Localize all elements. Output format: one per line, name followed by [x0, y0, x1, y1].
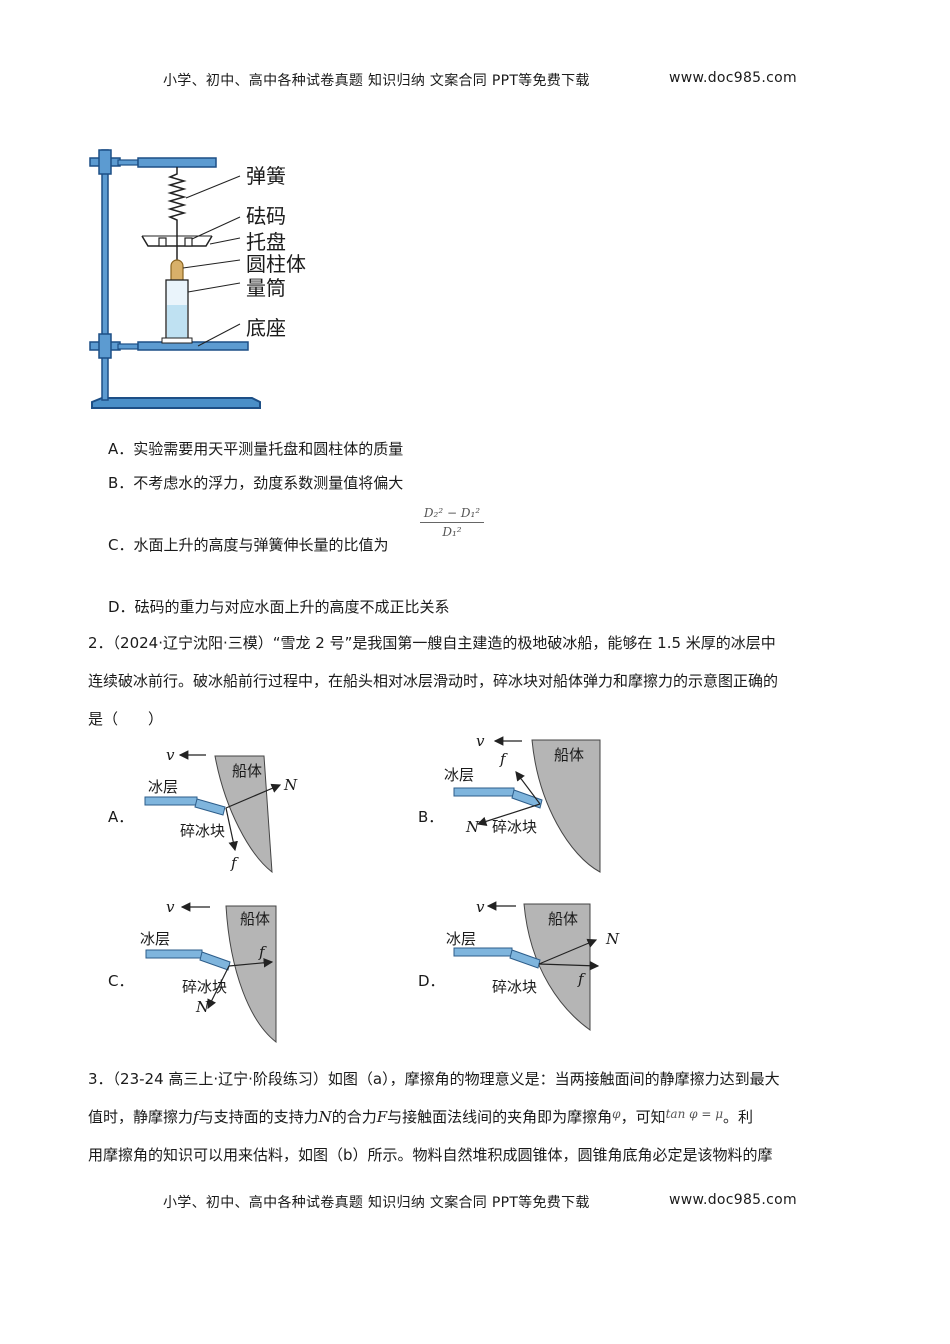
- formula-tan-phi: tan φ = μ: [665, 1107, 723, 1121]
- footer-url[interactable]: www.doc985.com: [669, 1192, 797, 1208]
- q2-line-1: 2．（2024·辽宁沈阳·三模）“雪龙 2 号”是我国第一艘自主建造的极地破冰船…: [88, 634, 776, 652]
- fig-a-chunk: 碎冰块: [180, 822, 226, 840]
- fig-d-hull: 船体: [548, 910, 579, 928]
- var-N: N: [318, 1108, 332, 1126]
- formula-denominator: D₁²: [442, 525, 462, 539]
- q3-line-2-c: 的合力: [331, 1108, 377, 1126]
- fig-a-f: f: [231, 854, 237, 872]
- fig-a-v: v: [166, 746, 175, 764]
- fig-b-N: N: [466, 818, 480, 836]
- q3-line-2-f: 。利: [723, 1108, 754, 1126]
- q3-line-2-e: ，可知: [620, 1108, 666, 1126]
- q3-line-2-a: 值时，静摩擦力: [88, 1108, 194, 1126]
- fig-a-ice: 冰层: [148, 778, 179, 796]
- fig-c-f: f: [259, 943, 265, 961]
- fig-b-hull: 船体: [554, 746, 585, 764]
- var-F: F: [376, 1108, 388, 1126]
- formula-numerator: D₂² − D₁²: [423, 506, 481, 520]
- q3-line-1: 3．（23-24 高三上·辽宁·阶段练习）如图（a），摩擦角的物理意义是：当两接…: [88, 1070, 780, 1088]
- fig-b-f: f: [500, 750, 506, 768]
- figure-d-diagram: [453, 901, 600, 1031]
- q3-line-2-b: 与支持面的支持力: [198, 1108, 319, 1126]
- fig-a-hull: 船体: [232, 762, 263, 780]
- fraction-bar: [420, 522, 484, 523]
- figure-b-diagram: [453, 736, 601, 873]
- fig-c-ice: 冰层: [140, 930, 171, 948]
- label-weight: 砝码: [246, 204, 286, 228]
- q2-line-3: 是（ ）: [88, 710, 164, 728]
- fig-c-v: v: [166, 898, 175, 916]
- q2-option-a-label: A．: [108, 808, 134, 826]
- spring-apparatus-figure: [89, 149, 261, 409]
- q2-option-c-label: C．: [108, 972, 134, 990]
- header-text: 小学、初中、高中各种试卷真题 知识归纳 文案合同 PPT等免费下载: [163, 73, 590, 89]
- fig-d-f: f: [578, 970, 584, 988]
- label-cylinder: 圆柱体: [246, 252, 306, 276]
- q2-option-b-label: B．: [418, 808, 444, 826]
- fig-b-ice: 冰层: [444, 766, 475, 784]
- fig-d-N: N: [606, 930, 620, 948]
- fig-b-v: v: [476, 732, 485, 750]
- q1-option-a: A．实验需要用天平测量托盘和圆柱体的质量: [108, 440, 404, 458]
- label-base: 底座: [246, 316, 286, 340]
- q3-line-2: 值时，静摩擦力f与支持面的支持力N的合力F与接触面法线间的夹角即为摩擦角φ，可知…: [88, 1106, 753, 1127]
- label-spring: 弹簧: [246, 164, 286, 188]
- q2-option-d-label: D．: [418, 972, 445, 990]
- q1-option-b: B．不考虑水的浮力，劲度系数测量值将偏大: [108, 474, 404, 492]
- figure-a-diagram: [144, 750, 282, 874]
- label-measuring-cylinder: 量筒: [246, 276, 286, 300]
- fig-a-N: N: [284, 776, 298, 794]
- q1-option-d: D．砝码的重力与对应水面上升的高度不成正比关系: [108, 598, 450, 616]
- header-url[interactable]: www.doc985.com: [669, 70, 797, 86]
- fig-b-chunk: 碎冰块: [492, 818, 538, 836]
- fig-d-v: v: [476, 898, 485, 916]
- q1-formula: D₂² − D₁² D₁²: [420, 506, 484, 539]
- var-phi: φ: [612, 1107, 621, 1121]
- fig-d-chunk: 碎冰块: [492, 978, 538, 996]
- fig-d-ice: 冰层: [446, 930, 477, 948]
- q2-line-2: 连续破冰前行。破冰船前行过程中，在船头相对冰层滑动时，碎冰块对船体弹力和摩擦力的…: [88, 672, 779, 690]
- fig-c-chunk: 碎冰块: [182, 978, 228, 996]
- var-f: f: [193, 1108, 199, 1126]
- q1-option-c: C．水面上升的高度与弹簧伸长量的比值为: [108, 536, 389, 554]
- footer-text: 小学、初中、高中各种试卷真题 知识归纳 文案合同 PPT等免费下载: [163, 1195, 590, 1211]
- fig-c-N: N: [196, 998, 210, 1016]
- q3-line-3: 用摩擦角的知识可以用来估料，如图（b）所示。物料自然堆积成圆锥体，圆锥角底角必定…: [88, 1146, 773, 1164]
- q3-line-2-d: 与接触面法线间的夹角即为摩擦角: [387, 1108, 613, 1126]
- figure-c-diagram: [145, 902, 277, 1044]
- fig-c-hull: 船体: [240, 910, 271, 928]
- label-tray: 托盘: [246, 230, 286, 254]
